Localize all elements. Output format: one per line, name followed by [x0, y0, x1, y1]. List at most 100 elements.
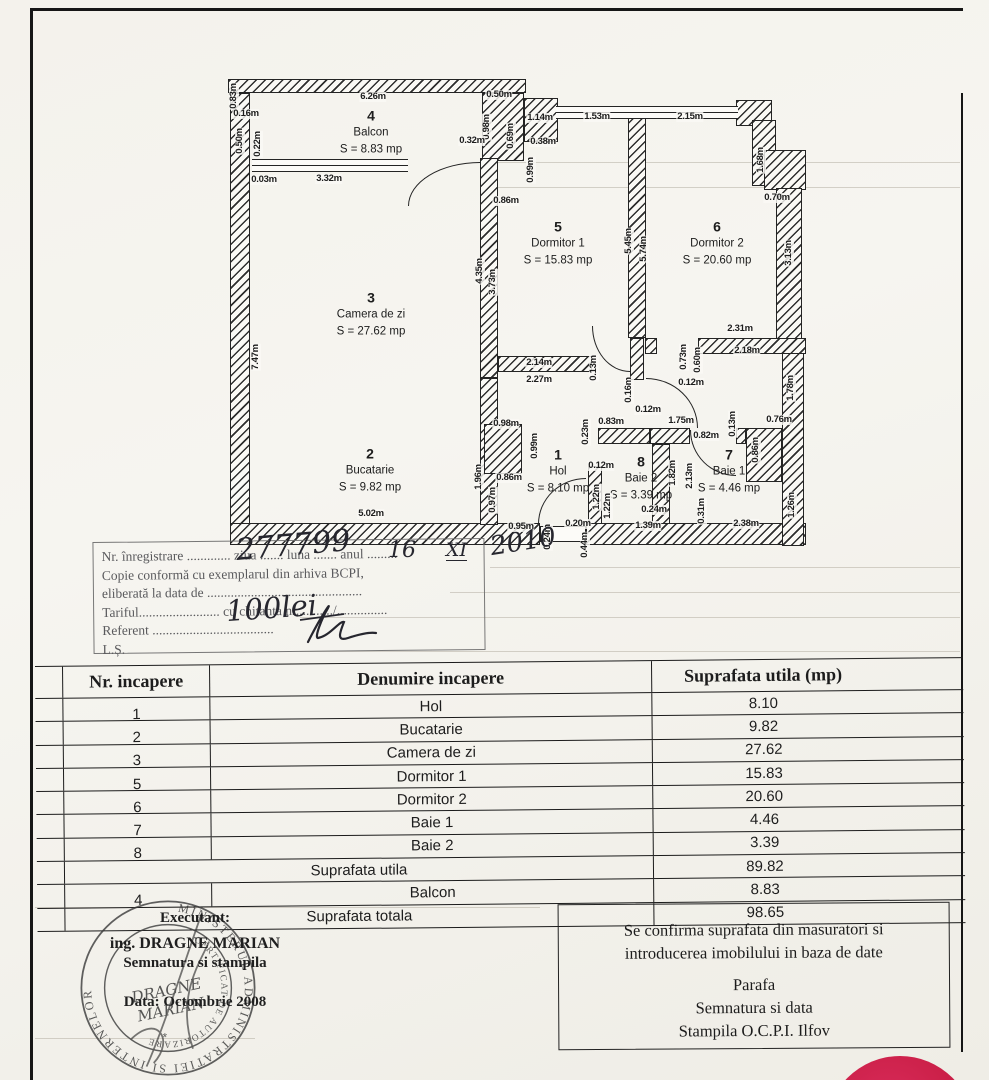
- dimension-label: 0.03m: [250, 174, 278, 185]
- room-area: S = 3.39 mp: [609, 489, 673, 502]
- ruled-line: [35, 907, 540, 908]
- dimension-label: 0.16m: [623, 376, 634, 404]
- dimension-label: 4.35m: [474, 257, 485, 285]
- page-border-left: [30, 8, 33, 1080]
- dimension-label: 1.53m: [583, 111, 611, 122]
- red-corner-sticker: [826, 1056, 974, 1080]
- dimension-label: 1.14m: [526, 112, 554, 123]
- row-area: 3.39: [750, 834, 780, 852]
- dimension-label: 0.99m: [525, 156, 536, 184]
- room-area: S = 15.83 mp: [523, 254, 593, 267]
- room-name: Camera de zi: [336, 308, 406, 321]
- dimension-label: 5.45m: [623, 227, 634, 255]
- ruled-line: [35, 1038, 255, 1039]
- confirm-parafa: Parafa: [732, 974, 776, 995]
- dimension-label: 0.83m: [597, 416, 625, 427]
- room-area: S = 27.62 mp: [336, 325, 406, 338]
- room-area: S = 8.83 mp: [339, 143, 403, 156]
- header-nr-incapere: Nr. incapere: [89, 670, 184, 692]
- room-name: Hol: [549, 465, 567, 478]
- dimension-label: 0.12m: [634, 404, 662, 415]
- executant-signature-label: Semnatura si stampila: [123, 955, 267, 971]
- dimension-label: 0.98m: [492, 418, 520, 429]
- row-area: 4.46: [749, 810, 780, 829]
- dimension-label: 0.86m: [750, 436, 761, 464]
- page-border-right: [961, 93, 963, 1052]
- confirm-semnatura: Semnatura si data: [695, 997, 813, 1018]
- dimension-label: 0.83m: [228, 82, 239, 110]
- header-suprafata: Suprafata utila (mp): [684, 664, 843, 686]
- room-number: 1: [554, 446, 562, 463]
- dimension-label: 0.50m: [485, 89, 513, 100]
- room-name: Baie 2: [624, 472, 658, 485]
- dimension-label: 7.47m: [250, 343, 261, 371]
- dimension-label: 5.74m: [638, 235, 649, 263]
- ruled-line: [300, 617, 960, 618]
- window-band: [556, 106, 738, 119]
- row-name: Baie 2: [410, 837, 454, 855]
- wall: [598, 428, 650, 444]
- dimension-label: 0.13m: [727, 410, 738, 438]
- dimension-label: 0.12m: [677, 377, 705, 388]
- handwritten-signature: [299, 605, 378, 644]
- dimension-label: 0.70m: [763, 192, 791, 203]
- dimension-label: 0.16m: [232, 108, 260, 119]
- dimension-label: 0.44m: [579, 531, 590, 559]
- dimension-label: 2.27m: [525, 374, 553, 385]
- dimension-label: 0.86m: [492, 195, 520, 206]
- confirm-line-1: Se confirma suprafata din masuratori si: [623, 919, 884, 940]
- ruled-line: [300, 651, 960, 652]
- dimension-label: 0.13m: [588, 354, 599, 382]
- room-name: Balcon: [353, 126, 389, 139]
- room-area: S = 9.82 mp: [338, 481, 402, 494]
- dimension-label: 1.78m: [785, 374, 796, 402]
- wall: [764, 150, 806, 190]
- ruled-line: [450, 592, 960, 593]
- dimension-label: 2.14m: [525, 357, 553, 368]
- row-name: Baie 1: [410, 814, 454, 832]
- row-number: 7: [133, 822, 142, 840]
- dimension-label: 0.32m: [458, 135, 486, 146]
- dimension-label: 0.20m: [564, 518, 592, 529]
- dimension-label: 5.02m: [357, 508, 385, 519]
- dimension-label: 0.82m: [692, 430, 720, 441]
- executant-date: Data: Octombrie 2008: [123, 994, 267, 1010]
- row-number: 3: [132, 752, 142, 770]
- dimension-label: 0.23m: [580, 418, 591, 446]
- ruled-line: [480, 187, 960, 188]
- room-number: 5: [554, 218, 562, 235]
- row-area: 20.60: [745, 787, 784, 806]
- dimension-label: 0.76m: [765, 414, 793, 425]
- confirm-stampila: Stampila O.C.P.I. Ilfov: [678, 1020, 831, 1041]
- row-area: 8.10: [748, 694, 779, 712]
- row-name: Dormitor 1: [396, 767, 467, 786]
- dimension-label: 3.73m: [487, 268, 498, 296]
- dimension-label: 3.13m: [783, 239, 794, 267]
- page-border-top: [30, 8, 963, 11]
- dimension-label: 0.22m: [252, 130, 263, 158]
- dimension-label: 1.75m: [667, 415, 695, 426]
- wall: [230, 93, 250, 545]
- confirmation-box: Se confirma suprafata din masuratori si …: [557, 901, 951, 1051]
- dimension-label: 2.31m: [726, 323, 754, 334]
- dimension-label: 1.82m: [667, 459, 678, 487]
- wall: [652, 444, 670, 524]
- wall: [230, 523, 540, 545]
- dimension-label: 0.60m: [692, 346, 703, 374]
- row-name: Suprafata utila: [310, 861, 408, 880]
- row-area: 15.83: [745, 764, 783, 782]
- room-number: 7: [725, 446, 733, 463]
- wall: [628, 112, 646, 338]
- room-area: S = 4.46 mp: [697, 482, 761, 495]
- dimension-label: 1.26m: [786, 491, 797, 519]
- row-number: 6: [133, 798, 142, 816]
- row-area: 27.62: [744, 741, 783, 759]
- dimension-label: 0.69m: [505, 122, 516, 150]
- dimension-label: 6.26m: [359, 91, 387, 102]
- dimension-label: 1.96m: [473, 463, 484, 491]
